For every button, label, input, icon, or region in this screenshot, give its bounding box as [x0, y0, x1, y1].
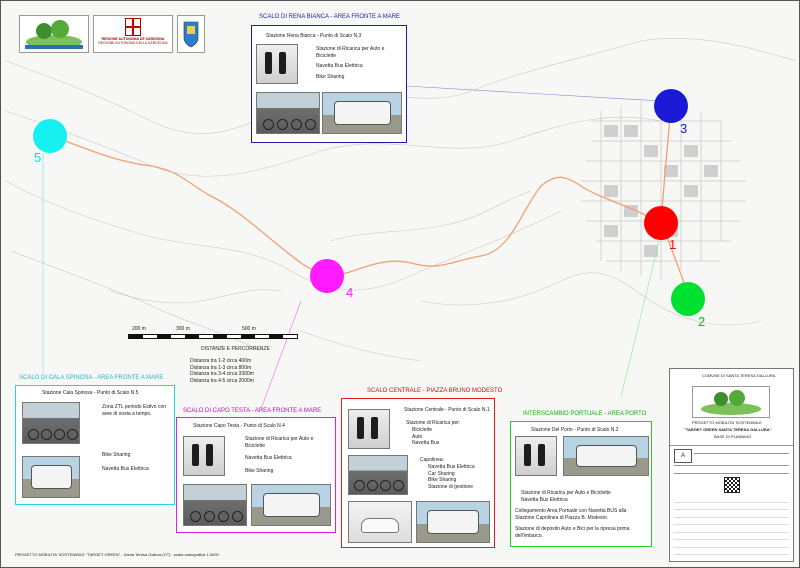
town-blocks	[604, 125, 718, 257]
title-phase: BASE DI PLANNING	[714, 434, 752, 439]
coat-of-arms-icon	[125, 18, 141, 36]
capo-testa-item-2: Navetta Bus Elettrica	[245, 455, 292, 461]
stop-number-2: 2	[698, 314, 706, 329]
porto-bus-photo	[563, 436, 649, 476]
stop-marker-3[interactable]	[654, 89, 688, 123]
centrale-car-photo	[348, 501, 412, 543]
centrale-group1-item-2: Auto	[412, 433, 423, 440]
sheet-id: A	[680, 453, 685, 459]
stop-marker-4[interactable]	[310, 259, 344, 293]
centrale-bikes-photo	[348, 455, 408, 495]
centrale-heading: Stazione Centrale - Punto di Scalo N.1	[404, 407, 490, 413]
rena-bianca-charger-photo	[256, 44, 298, 84]
cala-spinosa-bikes-photo	[22, 402, 80, 444]
rena-bianca-heading: Stazione Rena Bianca - Punto di Scalo N.…	[266, 33, 362, 39]
title-block-logo	[692, 386, 770, 418]
title-project: PROGETTO MOBILITA' SOSTENIBILE	[692, 420, 762, 425]
capo-testa-bus-photo	[251, 484, 331, 526]
cala-spinosa-heading: Stazione Cala Spinosa - Punto di Scalo N…	[42, 390, 139, 396]
panel-title-centrale: SCALO CENTRALE - PIAZZA BRUNO MODESTO	[367, 388, 503, 394]
shuttle-route	[50, 135, 690, 298]
panel-centrale: Stazione Centrale - Punto di Scalo N.1 S…	[341, 398, 495, 548]
stop-number-5: 5	[34, 150, 42, 165]
capo-testa-item-3: Bike Sharing	[245, 468, 274, 474]
stop-number-3: 3	[680, 121, 688, 136]
rena-bianca-item-1: Stazione di Ricarica per Auto e Biciclet…	[316, 46, 385, 59]
panel-rena-bianca: Stazione Rena Bianca - Punto di Scalo N.…	[251, 25, 407, 143]
region-name-sardu: REGIONE AUTONOMA DE SARDIGNA	[101, 37, 165, 41]
distance-row-1: Distanza tra 1-2 circa 400m	[190, 358, 252, 364]
footer-caption: PROGETTO MOBILITA' SOSTENIBILE "TARGET G…	[15, 552, 219, 557]
distance-row-2: Distanza tra 1-3 circa 800m	[190, 364, 252, 371]
panel-title-cala-spinosa: SCALO DI CALA SPINOSA - AREA FRONTE A MA…	[19, 375, 164, 381]
title-motto: "TARGET GREEN SANTA TERESA GALLURA"	[684, 427, 772, 432]
distance-row-3: Distanza tra 3-4 circa 3300m	[190, 371, 254, 377]
panel-title-porto: INTERSCAMBIO PORTUALE - AREA PORTO	[523, 411, 647, 417]
panel-cala-spinosa: Stazione Cala Spinosa - Punto di Scalo N…	[15, 385, 175, 505]
porto-charger-photo	[515, 436, 557, 476]
panel-title-rena-bianca: SCALO DI RENA BIANCA - AREA FRONTE A MAR…	[259, 14, 401, 20]
stop-marker-2[interactable]	[671, 282, 705, 316]
target-green-logo-icon	[25, 20, 83, 49]
qr-code-icon	[724, 477, 740, 493]
distance-row-4: Distanza tra 4-5 circa 2000m	[190, 377, 254, 384]
leader-lines	[42, 85, 662, 410]
centrale-group2-item-4: Stazione di gestione	[428, 483, 474, 490]
capo-testa-charger-photo	[183, 436, 225, 476]
centrale-charger-photo	[348, 409, 390, 449]
distances-box: DISTANZE E PERCORRENZE Distanza tra 1-2 …	[186, 346, 296, 388]
centrale-bus-photo	[416, 501, 490, 543]
cala-spinosa-item-1: Zona ZTL periodo Estivo con aree di sost…	[102, 404, 167, 417]
rena-bianca-item-2: Navetta Bus Elettrica	[316, 63, 363, 69]
rena-bianca-bus-photo	[322, 92, 402, 134]
stop-marker-5[interactable]	[33, 119, 67, 153]
stop-marker-1[interactable]	[644, 206, 678, 240]
porto-item-1: Stazione di Ricarica per Auto e Biciclet…	[521, 490, 611, 496]
centrale-group1-item-3: Navetta Bus	[412, 440, 440, 446]
panel-porto: Stazione Del Porto - Punto di Scalo N.2 …	[510, 421, 652, 547]
porto-item-2: Navetta Bus Elettrica	[521, 497, 568, 503]
cala-spinosa-item-3: Navetta Bus Elettrica	[102, 466, 149, 472]
sheet-id-box: A	[674, 449, 692, 463]
stop-number-4: 4	[346, 285, 354, 300]
rena-bianca-item-3: Bike Sharing	[316, 74, 345, 80]
porto-heading: Stazione Del Porto - Punto di Scalo N.2	[531, 427, 619, 433]
capo-testa-item-1: Stazione di Ricarica per Auto e Biciclet…	[245, 436, 314, 449]
capo-testa-bikes-photo	[183, 484, 247, 526]
logo-regione-sardegna: REGIONE AUTONOMA DE SARDIGNA REGIONE AUT…	[93, 15, 173, 53]
target-green-emblem-icon	[701, 390, 761, 415]
region-name-italian: REGIONE AUTONOMA DELLA SARDEGNA	[98, 41, 168, 45]
capo-testa-heading: Stazione Capo Testa - Punto di Scalo N.4	[193, 423, 285, 429]
title-municipality: COMUNE DI SANTA TERESA GALLURA	[702, 373, 776, 378]
centrale-group2-title: Capolinea:	[420, 457, 444, 463]
centrale-group2-item-1: Navetta Bus Elettrica	[428, 464, 475, 470]
cala-spinosa-item-2: Bike Sharing	[102, 452, 131, 458]
logo-target-green	[19, 15, 89, 53]
porto-note-1: Collegamento Area Portuale con Navetta B…	[515, 508, 627, 521]
title-block: COMUNE DI SANTA TERESA GALLURA PROGETTO …	[669, 368, 794, 562]
porto-note-2: Stazione di deposito Auto e Bici per la …	[515, 526, 630, 539]
centrale-group2-item-3: Bike Sharing	[428, 477, 457, 483]
panel-title-capo-testa: SCALO DI CAPO TESTA - AREA FRONTE A MARE	[183, 408, 322, 414]
municipal-crest-icon	[183, 21, 199, 48]
centrale-group1-title: Stazione di Ricarica per:	[406, 420, 461, 426]
logo-comune	[177, 15, 205, 53]
cala-spinosa-bus-photo	[22, 456, 80, 498]
panel-capo-testa: Stazione Capo Testa - Punto di Scalo N.4…	[176, 417, 336, 533]
scale-label-200: 200 m	[132, 326, 146, 332]
centrale-group2-item-2: Car Sharing	[428, 470, 455, 477]
stop-number-1: 1	[669, 237, 677, 252]
scale-bar: 200 m 300 m 500 m	[128, 326, 298, 341]
centrale-group1-item-1: Biciclette	[412, 427, 433, 433]
distances-title: DISTANZE E PERCORRENZE	[201, 346, 270, 352]
scale-label-500: 500 m	[242, 326, 256, 332]
rena-bianca-bikes-photo	[256, 92, 320, 134]
scale-label-300: 300 m	[176, 326, 190, 332]
